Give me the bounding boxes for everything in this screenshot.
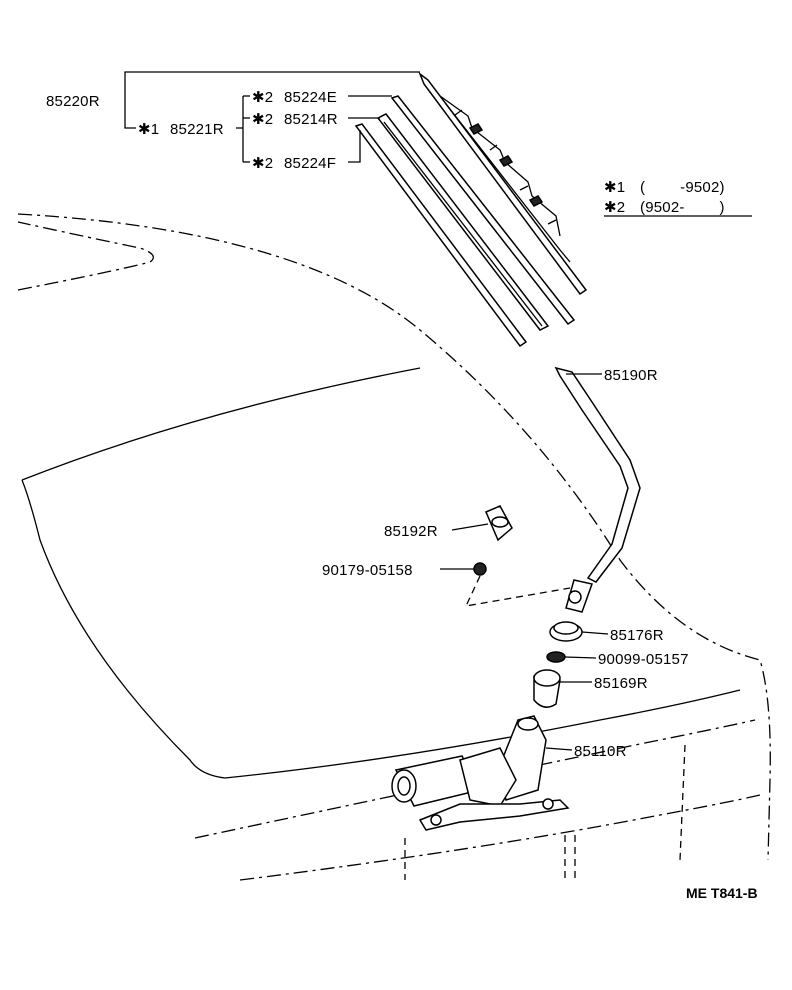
wiper-blade-assembly [354, 71, 588, 348]
label-85224F: 85224F [284, 155, 336, 172]
label-85214R-prefix: ✱2 [252, 111, 273, 128]
pivot-cap [549, 621, 583, 642]
legend-note2-text: (9502- ) [640, 199, 725, 216]
period-legend: ✱1 ( -9502) ✱2 (9502- ) [604, 179, 752, 217]
grommet [533, 669, 561, 708]
label-85220R: 85220R [46, 93, 100, 110]
label-85169R: 85169R [594, 675, 648, 692]
arm-cap [485, 505, 513, 542]
label-90179-05158: 90179-05158 [322, 562, 413, 579]
label-90099-05157: 90099-05157 [598, 651, 689, 668]
vehicle-outline [17, 213, 771, 881]
legend-note1-text: ( -9502) [640, 179, 725, 196]
label-85224E-prefix: ✱2 [252, 89, 273, 106]
glass-top-edge [21, 367, 421, 481]
label-85221R: 85221R [170, 121, 224, 138]
label-85224F-prefix: ✱2 [252, 155, 273, 172]
part-labels: 85220R ✱1 85221R ✱2 85224E ✱2 85214R ✱2 … [46, 89, 689, 760]
legend-note1-mark: ✱1 [604, 179, 625, 196]
label-85110R: 85110R [574, 743, 627, 760]
label-85221R-prefix: ✱1 [138, 121, 159, 138]
diagram-code: ME T841-B [686, 885, 758, 901]
wiper-arm [554, 366, 641, 613]
legend-note2-mark: ✱2 [604, 199, 625, 216]
label-85192R: 85192R [384, 523, 438, 540]
leader-lines [124, 71, 609, 751]
nut [464, 562, 571, 607]
label-85214R: 85214R [284, 111, 338, 128]
label-85176R: 85176R [610, 627, 664, 644]
label-85190R: 85190R [604, 367, 658, 384]
wiper-motor [391, 715, 570, 831]
label-85224E: 85224E [284, 89, 337, 106]
washer [546, 651, 566, 663]
